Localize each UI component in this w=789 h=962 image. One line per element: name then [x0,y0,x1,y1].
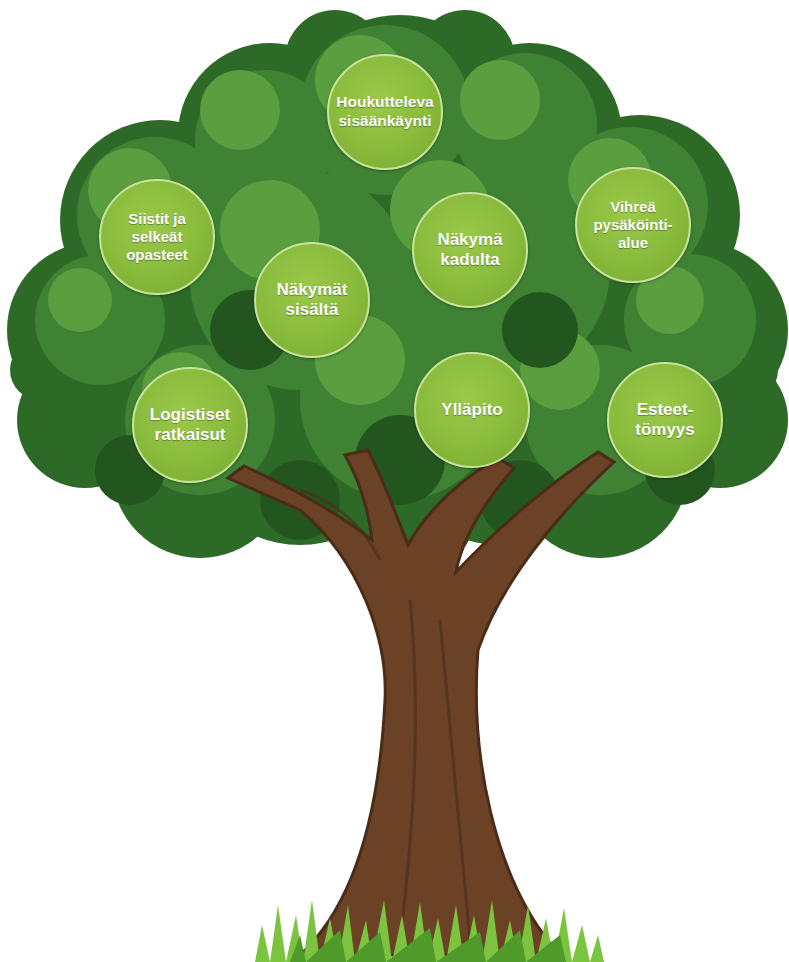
circle-label: Siistit ja selkeät opasteet [108,210,206,264]
circle-label: Ylläpito [441,400,502,420]
grass-dark [290,928,566,962]
idea-circle: Siistit ja selkeät opasteet [99,179,215,295]
tree-trunk [228,450,614,955]
circle-label: Esteet-tömyys [616,400,714,441]
idea-circle: Ylläpito [414,352,530,468]
circle-label: Näkymät sisältä [263,280,361,321]
circle-label: Näkymä kadulta [421,230,519,271]
idea-circle: Vihreä pysäköinti-alue [575,167,691,283]
canopy [7,10,788,580]
grass [255,900,604,962]
trunk-shading [300,490,470,940]
circle-label: Houkutteleva sisäänkäynti [336,93,434,130]
idea-circle: Näkymä kadulta [412,192,528,308]
circle-label: Vihreä pysäköinti-alue [584,198,682,252]
circle-label: Logistiset ratkaisut [141,405,239,446]
idea-circle: Esteet-tömyys [607,362,723,478]
idea-circle: Houkutteleva sisäänkäynti [327,54,443,170]
idea-circle: Näkymät sisältä [254,242,370,358]
idea-circle: Logistiset ratkaisut [132,367,248,483]
